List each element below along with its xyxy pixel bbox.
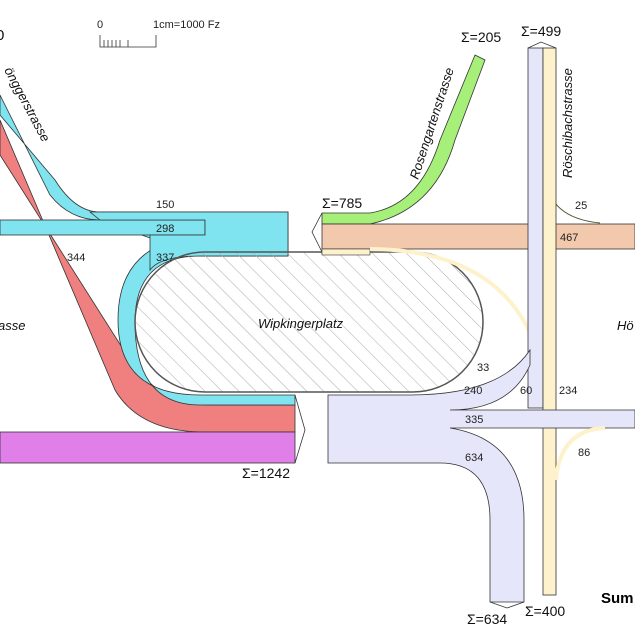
street-label-center: Wipkingerplatz <box>258 316 344 331</box>
sum-499: Σ=499 <box>521 23 561 39</box>
flow-label: 298 <box>156 223 174 235</box>
scale-bar: 0 1cm=1000 Fz <box>97 19 220 48</box>
flow-label: 86 <box>578 447 590 459</box>
peach-flow-band <box>321 223 635 250</box>
scale-zero: 0 <box>97 19 103 31</box>
sum-785: Σ=785 <box>322 195 362 211</box>
wipkingerplatz-island <box>134 251 484 393</box>
street-label-roeschibach: Röschibachstrasse <box>560 68 575 178</box>
flow-label: 240 <box>464 385 482 397</box>
sum-400: Σ=400 <box>525 603 565 619</box>
flow-label: 344 <box>67 252 85 264</box>
yellow-turn-curve <box>369 247 537 346</box>
top-left-fragment: 0 <box>0 27 4 44</box>
flow-label: 25 <box>575 200 587 212</box>
flow-label: 33 <box>477 362 489 374</box>
flow-label: 335 <box>465 414 483 426</box>
street-label-hoengger: önggerstrasse <box>1 64 53 144</box>
yellow-vertical-band <box>542 47 557 596</box>
footer-fragment: Sum <box>601 590 634 607</box>
flow-label: 234 <box>559 385 577 397</box>
scale-label: 1cm=1000 Fz <box>153 19 220 31</box>
flow-label: 150 <box>156 199 174 211</box>
yellow-curve-86 <box>554 426 606 481</box>
flow-label: 467 <box>560 232 578 244</box>
arrow-499 <box>527 41 557 49</box>
sum-634: Σ=634 <box>467 611 507 627</box>
street-label-right: Hö <box>617 318 634 333</box>
arrow-634 <box>489 601 525 609</box>
exit-arrow-left <box>294 394 306 464</box>
flow-label: 634 <box>465 452 483 464</box>
street-label-left: asse <box>0 318 25 333</box>
magenta-flow-band <box>0 431 296 464</box>
entry-arrow-785 <box>311 212 323 253</box>
flow-label: 60 <box>520 385 532 397</box>
flow-label: 337 <box>156 252 174 264</box>
sum-1242: Σ=1242 <box>242 465 290 481</box>
yellow-stub <box>321 248 371 256</box>
sum-205: Σ=205 <box>461 29 501 45</box>
lavender-flow-band <box>327 348 635 603</box>
